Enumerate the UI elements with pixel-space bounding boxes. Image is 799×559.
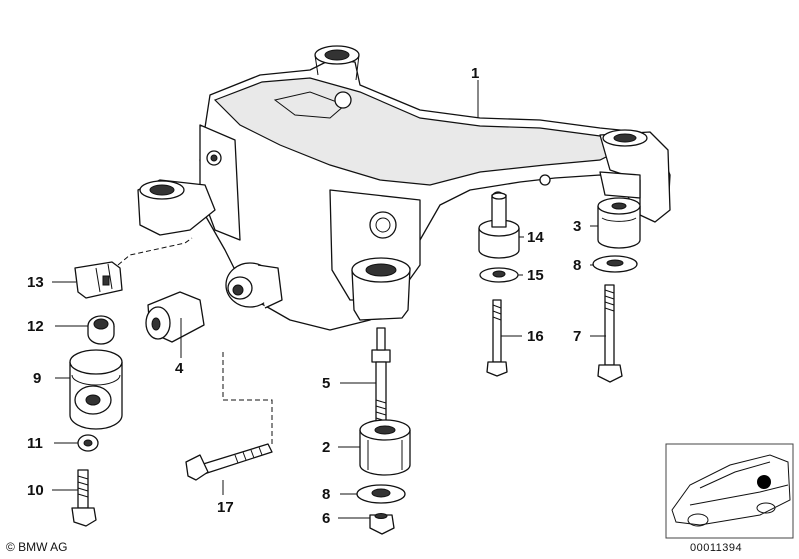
callout-15: 15 <box>527 267 544 284</box>
part-10-bolt <box>71 469 97 527</box>
copyright-text: © BMW AG <box>6 540 68 554</box>
part-9-bushing <box>69 349 123 430</box>
callout-7: 7 <box>573 328 581 345</box>
callout-6: 6 <box>322 510 330 527</box>
callout-10: 10 <box>27 482 44 499</box>
part-8-washer-lower <box>356 484 406 504</box>
part-7-bolt <box>597 284 623 383</box>
part-16-bolt <box>486 299 508 377</box>
rear-axle-carrier <box>137 45 671 331</box>
part-17-bolt <box>185 443 273 481</box>
locator-dot <box>757 475 771 489</box>
callout-labels: 1 2 3 4 5 6 7 8 8 9 10 11 12 13 14 15 16… <box>27 65 581 527</box>
callout-9: 9 <box>33 370 41 387</box>
callout-13: 13 <box>27 274 44 291</box>
callout-4: 4 <box>175 360 184 377</box>
callout-11: 11 <box>27 435 43 452</box>
part-15-washer <box>479 267 519 283</box>
part-6-nut <box>369 513 395 535</box>
callout-8-upper: 8 <box>573 257 581 274</box>
callout-3: 3 <box>573 218 581 235</box>
part-12-washer <box>87 315 115 345</box>
callout-1: 1 <box>471 65 479 82</box>
vehicle-locator-thumbnail <box>665 443 794 539</box>
callout-2: 2 <box>322 439 330 456</box>
part-13-clip <box>74 261 123 299</box>
callout-17: 17 <box>217 499 234 516</box>
part-11-washer <box>77 434 99 452</box>
callout-12: 12 <box>27 318 44 335</box>
callout-5: 5 <box>322 375 330 392</box>
callout-16: 16 <box>527 328 544 345</box>
part-14-bushing <box>478 192 520 259</box>
leader-lines <box>52 80 606 519</box>
document-number: 00011394 <box>690 542 743 554</box>
part-4-bushing <box>145 291 205 343</box>
callout-8-lower: 8 <box>322 486 330 503</box>
part-2-bushing <box>359 419 411 476</box>
callout-14: 14 <box>527 229 544 246</box>
part-8-washer-upper <box>592 255 638 273</box>
part-5-bolt <box>371 327 391 435</box>
part-3-bushing <box>597 197 641 249</box>
